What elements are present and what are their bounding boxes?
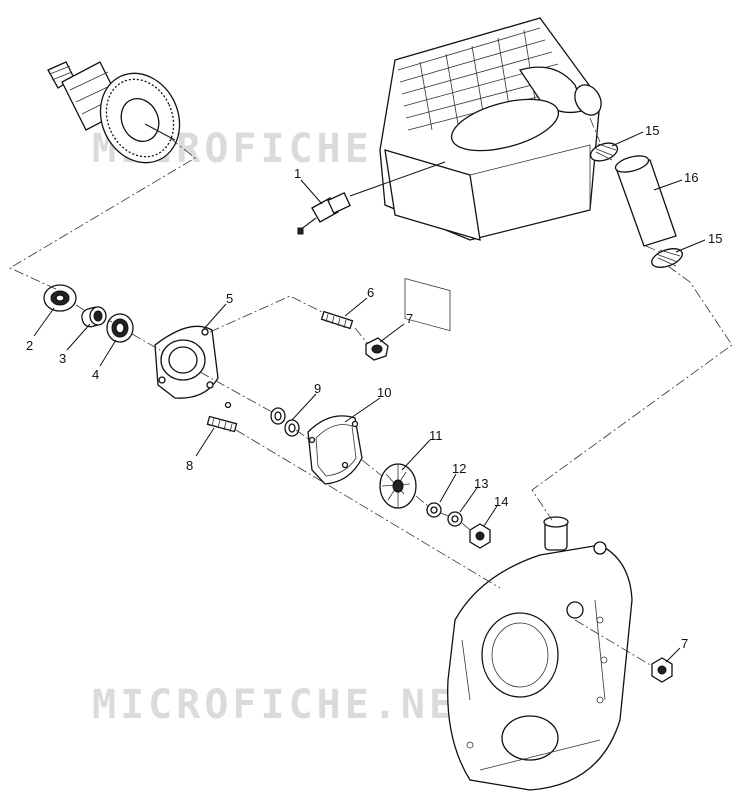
callout-numbers: 1 2 3 4 5 6 7 7 8 9 10 11 12 13 14 15 15…: [26, 123, 722, 651]
callout-12: 12: [452, 461, 466, 476]
callout-8: 8: [186, 458, 193, 473]
assembly-lines: [9, 117, 733, 667]
seal-part-4[interactable]: [106, 313, 134, 343]
bearing-part-2[interactable]: [43, 284, 77, 312]
hose-assembly[interactable]: [588, 140, 685, 271]
nut-part-14[interactable]: [469, 523, 491, 549]
cylinder-block[interactable]: [379, 17, 606, 332]
callout-15-upper: 15: [645, 123, 659, 138]
callout-1: 1: [294, 166, 301, 181]
callout-6: 6: [367, 285, 374, 300]
pump-housing-part[interactable]: [154, 325, 232, 409]
crankshaft-gear-assembly[interactable]: [47, 60, 194, 175]
callout-14: 14: [494, 494, 508, 509]
callout-7-upper: 7: [406, 311, 413, 326]
crankcase[interactable]: [447, 516, 633, 791]
temperature-sensor-part[interactable]: [297, 161, 446, 235]
nut-part-7-upper[interactable]: [365, 337, 389, 361]
impeller-part-11[interactable]: [379, 463, 417, 509]
nut-part-7-lower[interactable]: [651, 657, 673, 683]
bearing-part-3[interactable]: [80, 305, 107, 328]
callout-2: 2: [26, 338, 33, 353]
callout-leaders: [33, 131, 706, 663]
washer-part-9[interactable]: [270, 407, 300, 437]
callout-15-lower: 15: [708, 231, 722, 246]
watermark-bottom: MICROFICHE.NET: [92, 682, 485, 728]
callout-9: 9: [314, 381, 321, 396]
callout-5: 5: [226, 291, 233, 306]
gasket-part-10[interactable]: [307, 415, 363, 485]
callout-13: 13: [474, 476, 488, 491]
stud-part-6[interactable]: [320, 310, 354, 330]
stud-part-8[interactable]: [206, 415, 238, 433]
callout-3: 3: [59, 351, 66, 366]
callout-7-lower: 7: [681, 636, 688, 651]
callout-4: 4: [92, 367, 99, 382]
lock-washer-part-13[interactable]: [447, 511, 463, 527]
callout-16: 16: [684, 170, 698, 185]
callout-10: 10: [377, 385, 391, 400]
callout-11: 11: [429, 428, 443, 443]
washer-part-12[interactable]: [426, 502, 442, 518]
